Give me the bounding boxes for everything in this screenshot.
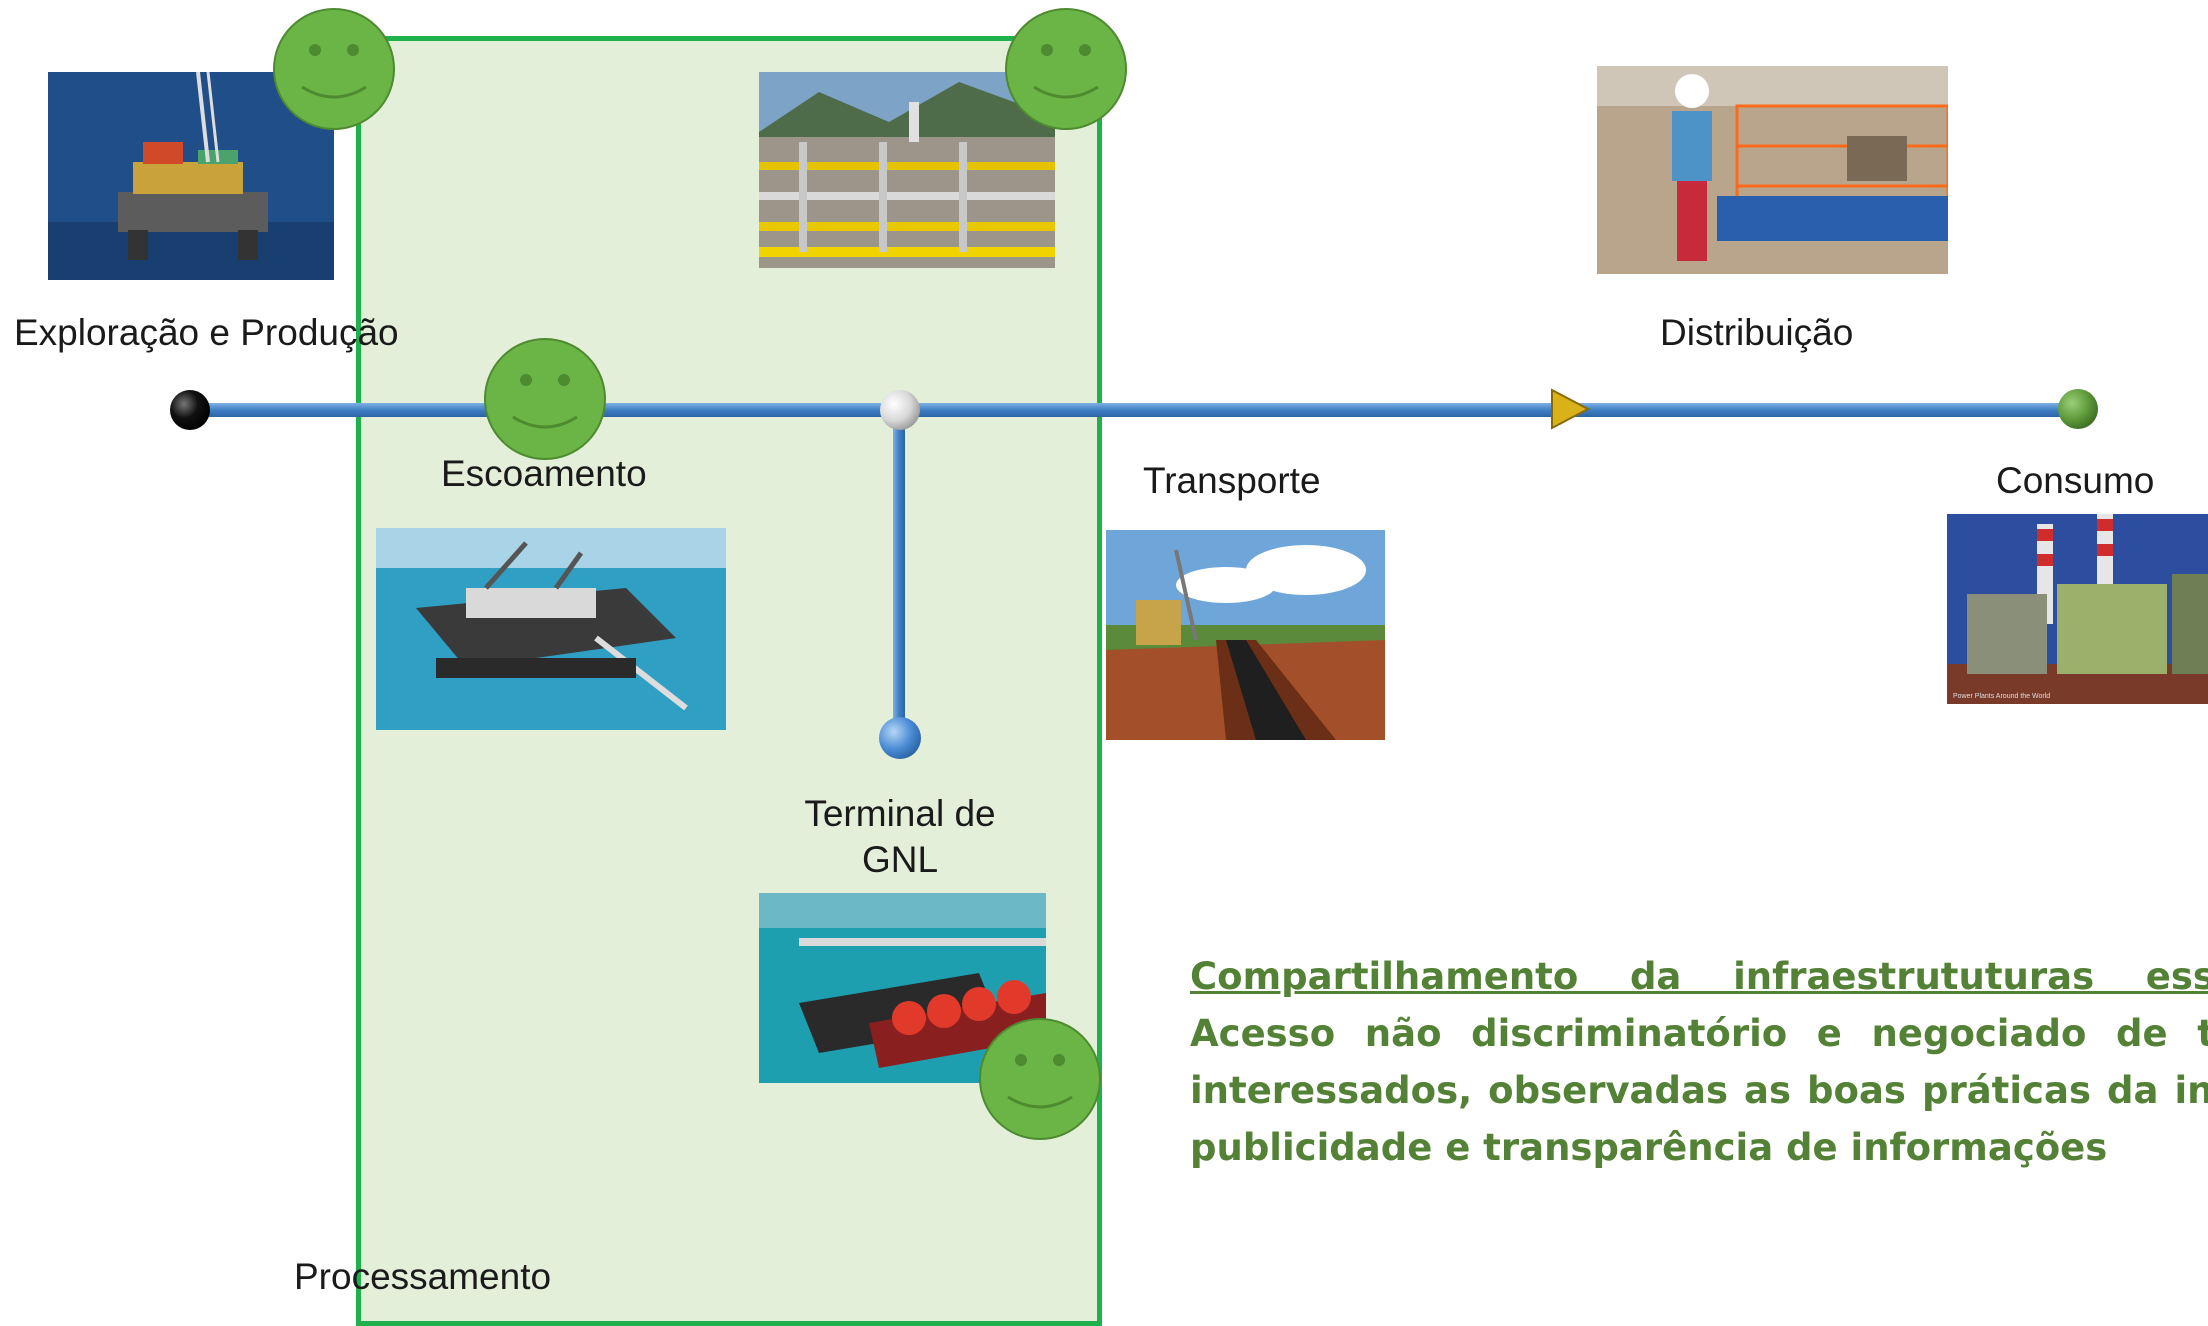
- terminal-node-icon: [879, 717, 921, 759]
- flow-arrow-icon: [1551, 388, 1591, 430]
- label-terminal-gnl-line2: GNL: [861, 839, 939, 881]
- gas-processing-plant-photo: [759, 72, 1055, 268]
- label-processamento: Processamento: [294, 1256, 552, 1297]
- label-transporte: Transporte: [1143, 460, 1321, 501]
- access-note: Compartilhamento da infraestrututuras es…: [1190, 948, 2208, 1176]
- label-escoamento: Escoamento: [441, 453, 647, 494]
- junction-node-icon: [880, 390, 920, 430]
- label-consumo: Consumo: [1996, 460, 2155, 501]
- gnl-branch-pipeline: [893, 410, 905, 740]
- access-note-line4: publicidade e transparência de informaçõ…: [1190, 1126, 2108, 1169]
- start-node-icon: [170, 390, 210, 430]
- label-exploracao-producao: Exploração e Produção: [14, 312, 399, 353]
- smiley-icon: [272, 7, 396, 131]
- access-note-line1: Compartilhamento da infraestrututuras es…: [1190, 955, 2208, 998]
- lng-terminal-photo: [759, 893, 1046, 1083]
- offshore-platform-photo: [48, 72, 334, 280]
- power-plant-photo: Power Plants Around the World: [1947, 514, 2208, 704]
- end-node-icon: [2058, 389, 2098, 429]
- main-pipeline: [190, 403, 2078, 417]
- pipeline-trench-photo: [1106, 530, 1385, 740]
- label-terminal-gnl-line1: Terminal de: [804, 793, 996, 834]
- smiley-icon: [483, 337, 607, 461]
- access-note-line2: Acesso não discriminatório e negociado d…: [1190, 1012, 2208, 1055]
- label-distribuicao: Distribuição: [1660, 312, 1854, 353]
- photo-caption: Power Plants Around the World: [1953, 693, 2051, 700]
- pipelaying-vessel-photo: [376, 528, 726, 730]
- smiley-icon: [978, 1017, 1102, 1141]
- access-note-line3: interessados, observadas as boas prática…: [1190, 1069, 2208, 1112]
- smiley-icon: [1004, 7, 1128, 131]
- label-terminal-gnl: Terminal de GNL: [760, 792, 1040, 883]
- distribution-work-photo: [1597, 66, 1948, 274]
